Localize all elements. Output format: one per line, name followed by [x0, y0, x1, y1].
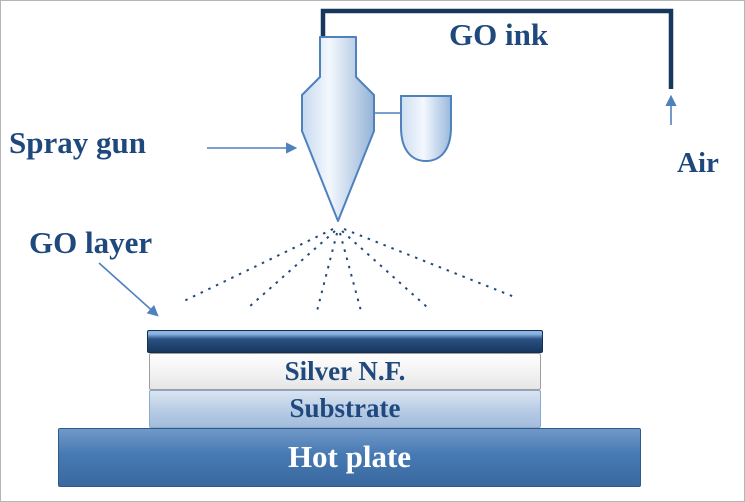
go-layer-bar [147, 330, 543, 353]
air-label: Air [677, 147, 719, 179]
spray-fan-icon [183, 228, 518, 312]
spray-gun-label: Spray gun [9, 125, 146, 160]
spray-gun-icon [301, 36, 375, 222]
hot-plate: Hot plate [58, 428, 641, 487]
go-ink-label: GO ink [449, 17, 549, 52]
silver-nf-layer: Silver N.F. [149, 353, 541, 390]
spray-line [316, 232, 338, 312]
substrate-layer: Substrate [149, 390, 541, 428]
spray-line [248, 230, 336, 308]
spray-line [341, 230, 428, 308]
go-layer-arrow-icon [98, 262, 159, 317]
go-layer-label: GO layer [29, 225, 153, 260]
go-ink-pipe [320, 8, 674, 89]
spray-line [339, 232, 362, 312]
ink-cup-icon [400, 95, 452, 163]
spray-line [183, 228, 334, 302]
spray-line [343, 228, 518, 299]
